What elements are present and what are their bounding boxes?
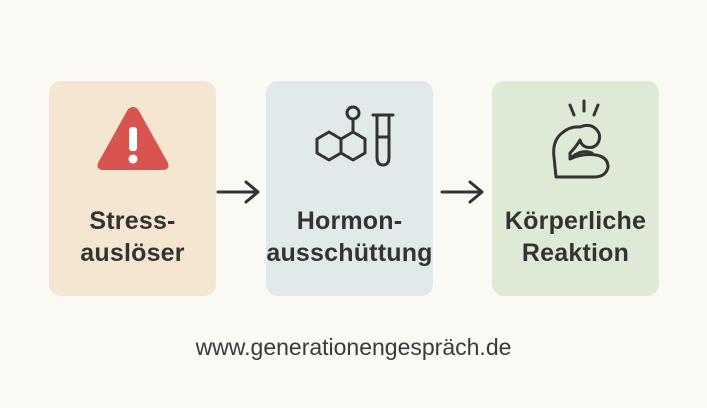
step-card-stress-trigger: Stress- auslöser bbox=[49, 81, 216, 296]
warning-triangle-icon bbox=[49, 95, 216, 185]
molecule-test-tube-icon bbox=[266, 95, 433, 185]
step-label: Stress- auslöser bbox=[80, 207, 185, 267]
arrow-right-icon bbox=[440, 180, 484, 204]
flexed-arm-icon bbox=[492, 95, 659, 185]
step-label: Hormon- ausschüttung bbox=[266, 207, 433, 267]
step-label: Körperliche Reaktion bbox=[504, 207, 647, 267]
step-card-body-reaction: Körperliche Reaktion bbox=[492, 81, 659, 296]
website-url: www.generationengespräch.de bbox=[195, 334, 512, 360]
arrow-right-icon bbox=[216, 180, 260, 204]
step-card-hormone-release: Hormon- ausschüttung bbox=[266, 81, 433, 296]
